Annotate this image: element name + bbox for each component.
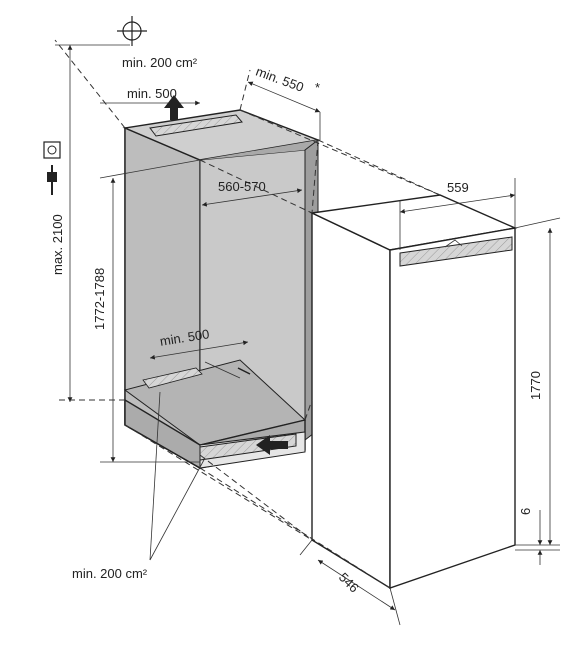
label-depth-note: * bbox=[315, 80, 320, 95]
socket-icon bbox=[43, 141, 61, 159]
label-max-height: max. 2100 bbox=[50, 214, 65, 275]
rear-vent-grille bbox=[142, 367, 203, 389]
label-depth-min: min. 550 bbox=[254, 64, 306, 95]
label-vent-top-depth: min. 500 bbox=[127, 86, 177, 101]
label-bottom-gap: 6 bbox=[518, 508, 533, 515]
door-top-strip bbox=[399, 236, 513, 267]
appliance-front bbox=[389, 227, 516, 589]
label-appliance-depth: 546 bbox=[336, 570, 362, 596]
niche-cabinet bbox=[122, 109, 321, 470]
label-appliance-height: 1770 bbox=[528, 371, 543, 400]
guide-lines bbox=[54, 39, 441, 589]
dimension-lines bbox=[55, 44, 561, 626]
bottom-vent-grille bbox=[199, 433, 297, 461]
top-vent-grille bbox=[149, 114, 243, 137]
label-niche-width: 560-570 bbox=[218, 179, 266, 194]
arrow-left-icon bbox=[237, 367, 288, 455]
plug-icon bbox=[47, 165, 57, 195]
label-vent-top-area: min. 200 cm² bbox=[122, 55, 198, 70]
label-niche-height: 1772-1788 bbox=[92, 268, 107, 330]
arrow-up-icon bbox=[164, 95, 184, 120]
label-appliance-width: 559 bbox=[447, 180, 469, 195]
crosshair-icon bbox=[117, 16, 147, 46]
label-vent-bottom-area: min. 200 cm² bbox=[72, 566, 148, 581]
appliance bbox=[309, 194, 518, 590]
